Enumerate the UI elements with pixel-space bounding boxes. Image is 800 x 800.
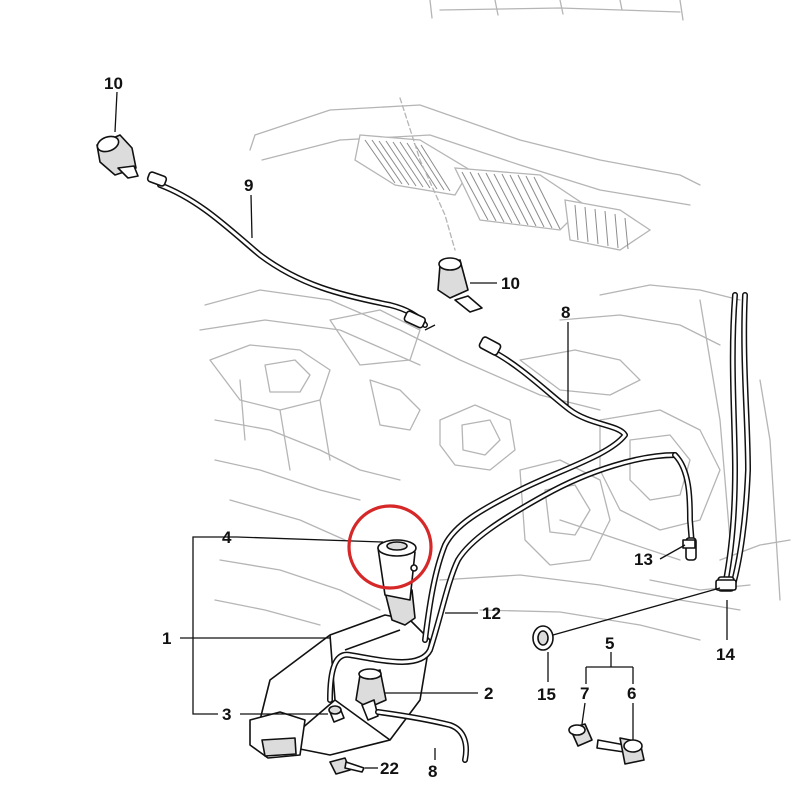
callout-10-middle: 10	[501, 274, 520, 293]
screw-7	[568, 723, 593, 747]
highlight-circle	[347, 504, 433, 590]
mounting-bracket	[249, 711, 306, 759]
callout-22: 22	[380, 759, 399, 778]
callout-6: 6	[627, 684, 636, 703]
callout-1: 1	[162, 629, 171, 648]
cowl-vent-grille	[354, 134, 652, 251]
callout-10-top: 10	[104, 74, 123, 93]
screw-3	[328, 705, 345, 723]
callout-5: 5	[605, 634, 614, 653]
leader-lines	[114, 91, 728, 769]
callout-9: 9	[244, 176, 253, 195]
vehicle-body-background	[199, 0, 791, 641]
callout-4: 4	[222, 528, 232, 547]
callout-3: 3	[222, 705, 231, 724]
bolt-6	[596, 737, 645, 765]
callout-15: 15	[537, 685, 556, 704]
callout-8-bottom: 8	[428, 762, 437, 781]
reservoir-filler-neck	[377, 539, 418, 626]
callout-12: 12	[482, 604, 501, 623]
washer-jet-middle	[437, 257, 483, 313]
callout-13: 13	[634, 550, 653, 569]
washer-jet-top	[96, 134, 139, 179]
callout-8-top: 8	[561, 303, 570, 322]
washer-pump	[355, 668, 387, 721]
callout-labels: 10 9 10 8 4 1 3 22 8 2 12 13 14 15 5 7 6	[104, 74, 735, 781]
hose-fittings	[682, 539, 737, 591]
callout-7: 7	[580, 684, 589, 703]
callout-14: 14	[716, 645, 735, 664]
washer-hoses	[157, 182, 751, 763]
screw-22	[329, 757, 365, 775]
callout-2: 2	[484, 684, 493, 703]
grommet	[532, 625, 554, 651]
